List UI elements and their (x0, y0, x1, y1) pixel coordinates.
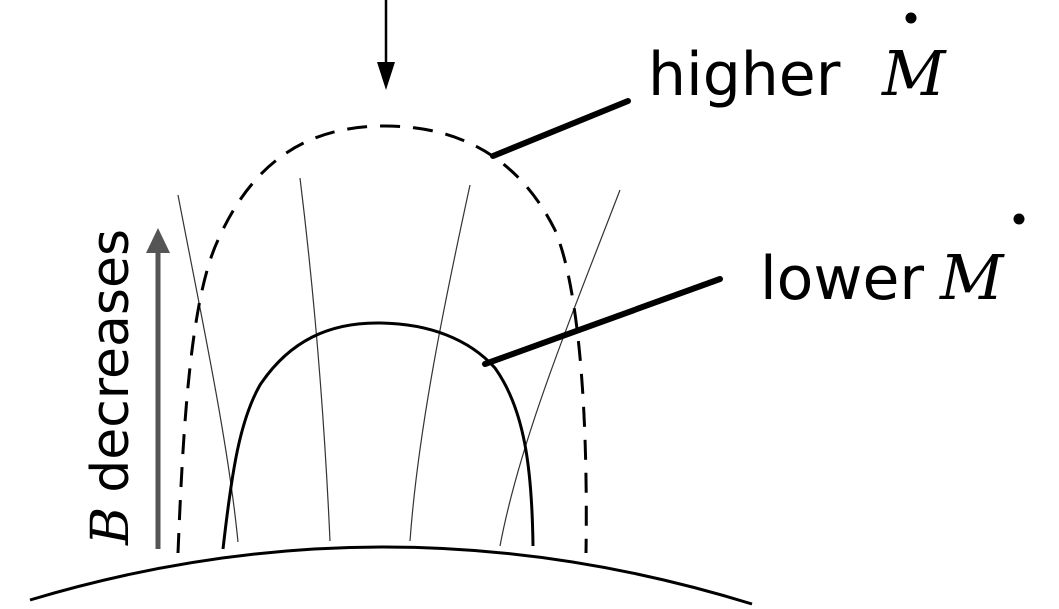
lower-word: lower (760, 244, 924, 314)
magnetic-field-lines (177, 177, 621, 547)
svg-text:Bdecreases: Bdecreases (81, 229, 141, 546)
higher-word: higher (648, 40, 841, 110)
higher-mdot-dot (905, 12, 917, 24)
lower-mdot-label: lower M (760, 213, 1025, 314)
higher-mdot-label: higher M (648, 12, 947, 110)
field-line-3 (409, 184, 471, 542)
higher-mdot-leader (490, 98, 631, 159)
stellar-surface (29, 545, 753, 606)
b-gradient-label: Bdecreases (81, 229, 141, 546)
lower-mdot-dot (1013, 213, 1025, 225)
b-symbol: B (81, 507, 141, 546)
field-line-4 (499, 189, 621, 547)
b-axis-text: decreases (81, 229, 141, 493)
higher-mdot-symbol: M (881, 37, 947, 110)
field-line-2 (299, 177, 331, 542)
lower-mdot-boundary (221, 321, 535, 550)
higher-mdot-boundary (176, 124, 588, 554)
field-line-1 (177, 194, 239, 543)
arrow-down-icon (377, 0, 395, 90)
lower-mdot-symbol: M (939, 241, 1005, 314)
lower-mdot-leader (482, 276, 723, 367)
arrow-up-icon (146, 228, 170, 549)
